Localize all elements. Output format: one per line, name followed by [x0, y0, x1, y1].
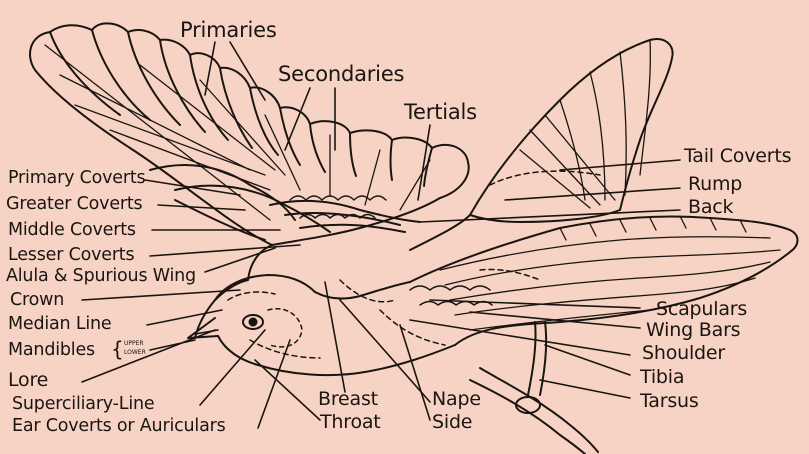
label-shoulder: Shoulder — [642, 344, 725, 363]
label-lore: Lore — [8, 371, 48, 390]
label-crown: Crown — [10, 292, 64, 310]
label-primaries: Primaries — [180, 20, 277, 41]
label-breast: Breast — [318, 390, 378, 409]
label-greater-coverts: Greater Coverts — [6, 196, 142, 214]
label-tarsus: Tarsus — [640, 392, 699, 411]
label-back: Back — [688, 198, 733, 217]
label-mandibles: Mandibles — [8, 342, 95, 360]
label-rump: Rump — [688, 175, 742, 194]
label-tibia: Tibia — [640, 368, 684, 387]
label-middle-coverts: Middle Coverts — [8, 222, 136, 240]
leader-lines — [82, 42, 680, 428]
mandibles-brace: { — [111, 339, 124, 359]
label-primary-coverts: Primary Coverts — [8, 170, 145, 188]
label-superciliary-line: Superciliary-Line — [12, 396, 154, 414]
label-tail-coverts: Tail Coverts — [684, 147, 791, 166]
label-lesser-coverts: Lesser Coverts — [8, 247, 134, 265]
label-tertials: Tertials — [404, 102, 477, 123]
label-scapulars: Scapulars — [656, 300, 747, 319]
label-secondaries: Secondaries — [278, 64, 404, 85]
label-mandible-lower: LOWER — [124, 350, 146, 356]
label-median-line: Median Line — [8, 316, 111, 334]
label-nape: Nape — [432, 390, 481, 409]
label-side: Side — [432, 413, 472, 432]
label-alula-spurious-wing: Alula & Spurious Wing — [6, 268, 196, 286]
label-throat: Throat — [320, 413, 381, 432]
label-mandible-upper: UPPER — [124, 341, 144, 347]
label-ear-coverts-auriculars: Ear Coverts or Auriculars — [12, 418, 226, 436]
label-wing-bars: Wing Bars — [646, 321, 740, 340]
